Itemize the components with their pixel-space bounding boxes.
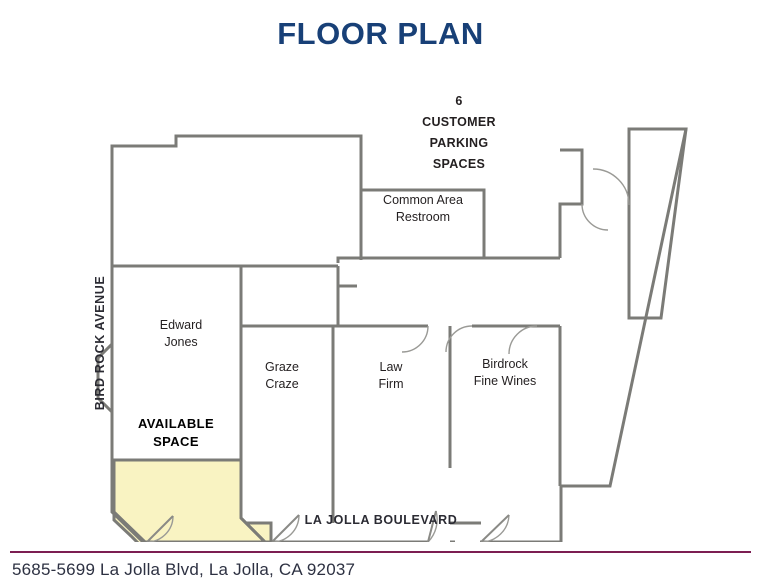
law-firm-line1: Law — [380, 360, 404, 374]
common-area-line1: Common Area — [383, 193, 463, 207]
common-area-line2: Restroom — [396, 210, 450, 224]
wall-top-right-room — [627, 127, 688, 320]
law-firm-line2: Firm — [379, 377, 404, 391]
floor-plan-drawing: 6 CUSTOMER PARKING SPACES Common Area Re… — [0, 68, 761, 542]
room-label-available-space: AVAILABLE SPACE — [138, 416, 214, 449]
birdrock-line1: Birdrock — [482, 357, 529, 371]
door-arc-corridor — [508, 325, 538, 355]
door-arc-topright-room — [592, 168, 630, 206]
edward-jones-line2: Jones — [164, 335, 197, 349]
door-leaf-available — [146, 515, 174, 542]
footer-address: 5685-5699 La Jolla Blvd, La Jolla, CA 92… — [12, 560, 356, 579]
door-arc-graze — [271, 514, 300, 542]
graze-craze-line1: Graze — [265, 360, 299, 374]
parking-label-group: 6 CUSTOMER PARKING SPACES — [422, 94, 496, 171]
wall-right-step-upper — [558, 150, 584, 258]
wall-corridor-mid-step — [336, 266, 357, 288]
door-leaf-birdrock — [480, 514, 510, 542]
door-arc-birdrock — [480, 514, 510, 542]
available-line1: AVAILABLE — [138, 416, 214, 431]
room-label-graze-craze: Graze Craze — [265, 360, 299, 391]
room-label-common-area: Common Area Restroom — [383, 193, 463, 224]
room-label-law-firm: Law Firm — [379, 360, 404, 391]
parking-count: 6 — [455, 94, 462, 108]
edward-jones-line1: Edward — [160, 318, 202, 332]
wall-right-bottom-step — [559, 484, 610, 542]
street-label-la-jolla: LA JOLLA BOULEVARD — [305, 513, 458, 527]
wall-available-bottom-step — [239, 516, 267, 542]
street-label-bird-rock: BIRD ROCK AVENUE — [93, 276, 107, 411]
door-arc-law — [427, 510, 438, 542]
room-label-edward-jones: Edward Jones — [160, 318, 202, 349]
door-arc-available — [146, 515, 174, 542]
wall-restroom-step — [336, 256, 361, 263]
parking-line-parking: PARKING — [430, 136, 489, 150]
parking-line-customer: CUSTOMER — [422, 115, 496, 129]
wall-left-upper-chamfer — [96, 336, 114, 460]
wall-right-diagonal — [559, 128, 688, 523]
parking-line-spaces: SPACES — [433, 157, 485, 171]
room-label-birdrock: Birdrock Fine Wines — [474, 357, 537, 388]
graze-craze-line2: Craze — [265, 377, 298, 391]
street-label-bird-rock-group: BIRD ROCK AVENUE — [93, 276, 107, 411]
door-leaf-graze — [271, 514, 300, 542]
birdrock-line2: Fine Wines — [474, 374, 537, 388]
door-arc-right-step — [581, 203, 609, 231]
page-title: FLOOR PLAN — [277, 16, 484, 51]
wall-upper-left-block — [110, 134, 363, 260]
door-arcs — [146, 168, 630, 542]
door-arc-birdrock-top — [445, 325, 473, 353]
door-leaf-law — [427, 510, 437, 542]
wall-corridor-top — [482, 190, 560, 260]
footer-divider — [10, 551, 751, 553]
available-line2: SPACE — [153, 434, 199, 449]
door-arc-law-top — [401, 325, 429, 353]
